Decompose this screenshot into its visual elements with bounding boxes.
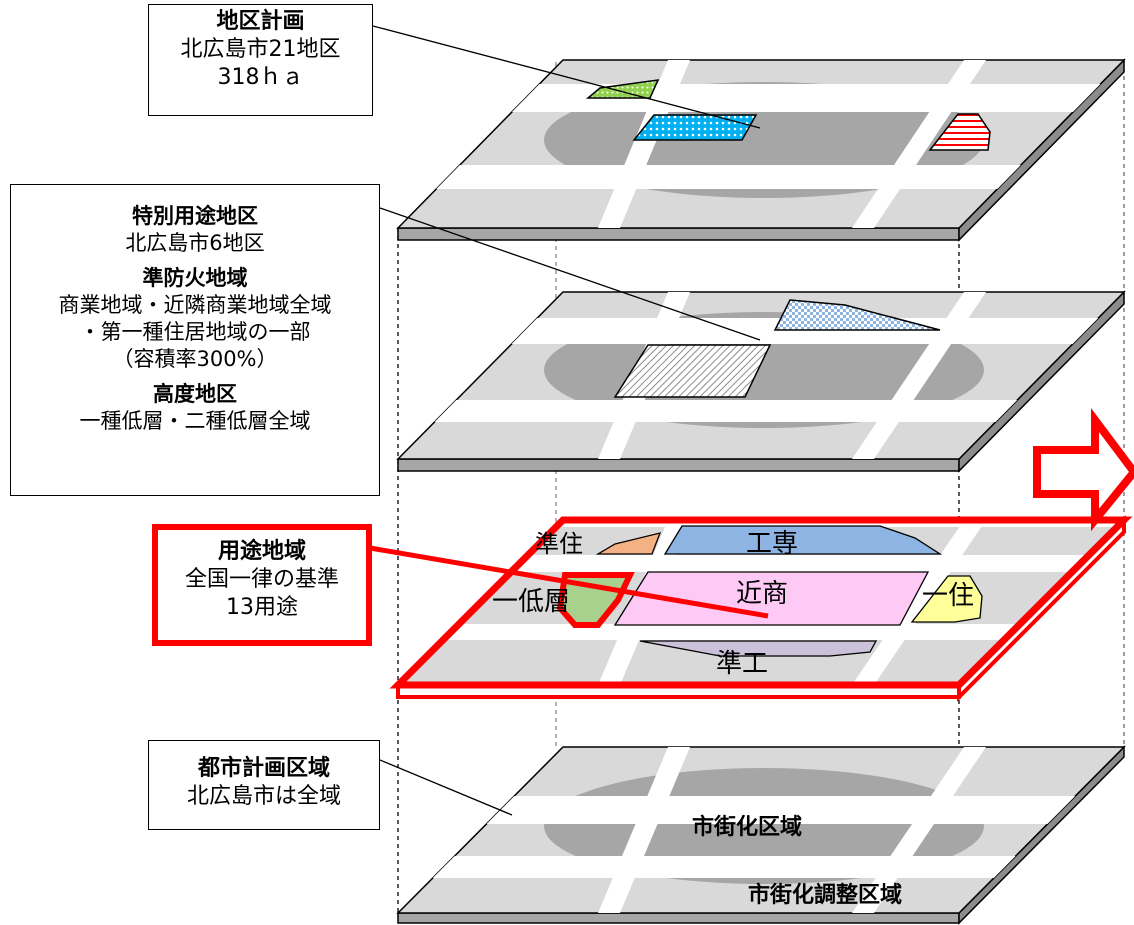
layer-special-districts <box>396 290 1126 473</box>
use-zone-title: 用途地域 <box>217 539 306 564</box>
zone-kou-sen-area <box>663 525 943 555</box>
district-plan-count: 北広島市21地区 <box>180 37 341 62</box>
urbanization-control-area-label: 市街化調整区域 <box>748 882 902 908</box>
height-district-title: 高度地区 <box>153 382 237 406</box>
use-zone-standard: 全国一律の基準 <box>184 567 339 592</box>
zone-jun-kou-label: 準工 <box>716 649 768 679</box>
district-red-area <box>928 113 991 151</box>
fire-prevention-line1: 商業地域・近隣商業地域全域 <box>58 293 332 317</box>
district-plan-box: 地区計画 北広島市21地区 318ｈａ <box>148 4 373 116</box>
layer-district-plan <box>396 58 1126 242</box>
zone-ichi-ju-label: 一住 <box>922 581 974 611</box>
use-zone-count: 13用途 <box>226 595 298 620</box>
zone-jun-kou-area <box>639 640 878 657</box>
district-plan-area: 318ｈａ <box>217 65 304 90</box>
city-planning-text: 北広島市は全域 <box>186 784 341 809</box>
district-plan-title: 地区計画 <box>216 9 305 34</box>
special-use-area <box>613 344 772 398</box>
layer-city-planning: 市街化区域 市街化調整区域 <box>396 745 1126 925</box>
use-zone-box: 用途地域 全国一律の基準 13用途 <box>152 524 372 646</box>
urbanization-area-label: 市街化区域 <box>692 814 802 840</box>
zone-kou-sen-label: 工専 <box>746 529 798 559</box>
fire-prevention-line2: ・第一種住居地域の一部 <box>79 320 311 344</box>
special-use-title: 特別用途地区 <box>132 204 258 228</box>
city-planning-title: 都市計画区域 <box>197 756 330 781</box>
zone-kinsho-label: 近商 <box>736 579 788 609</box>
district-blue-area <box>632 114 758 141</box>
fire-prevention-title: 準防火地域 <box>142 266 248 290</box>
leader-lines <box>372 25 761 816</box>
zone-kinsho-area <box>613 571 930 626</box>
use-zone-leader-line <box>369 545 769 619</box>
fire-prevention-area <box>773 299 941 331</box>
zone-jun-ju-area <box>595 532 662 555</box>
city-planning-box: 都市計画区域 北広島市は全域 <box>148 740 380 830</box>
arrow-right-icon <box>1033 408 1134 532</box>
layer-use-zone: 準住 工専 一低層 近商 一住 準工 <box>389 515 1133 702</box>
district-green-area <box>585 79 660 99</box>
zone-ichi-tei-label: 一低層 <box>492 587 570 617</box>
fire-prevention-line3: （容積率300%） <box>112 347 278 371</box>
zone-jun-ju-label: 準住 <box>535 530 583 558</box>
zone-ichi-ju-area <box>910 575 983 623</box>
special-use-text: 北広島市6地区 <box>125 231 265 255</box>
special-districts-box: 特別用途地区 北広島市6地区 準防火地域 商業地域・近隣商業地域全域 ・第一種住… <box>10 184 380 496</box>
height-district-text: 一種低層・二種低層全域 <box>79 409 311 433</box>
